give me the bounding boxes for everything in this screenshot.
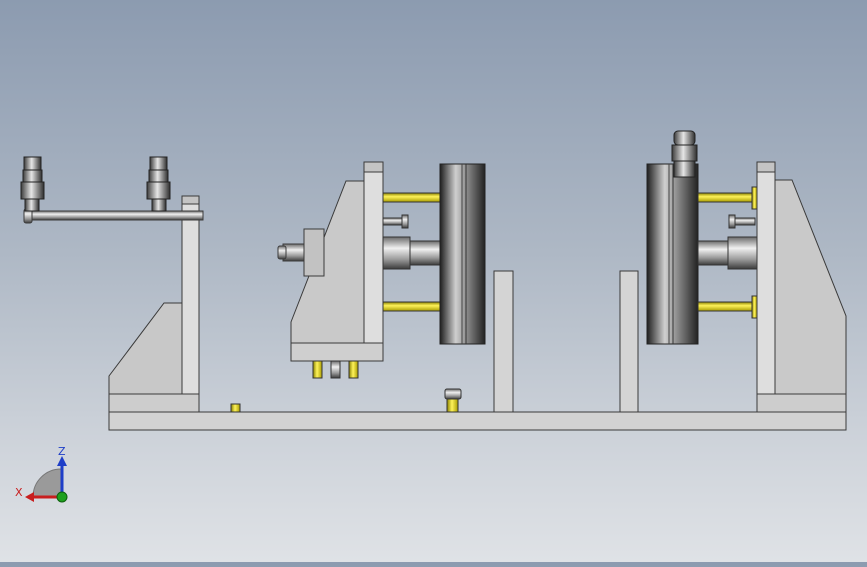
- z-axis-label: Z: [58, 445, 66, 458]
- x-axis-label: X: [15, 486, 23, 499]
- upright-post-right: [619, 270, 639, 413]
- fitting-left: [20, 156, 45, 212]
- base-plate: [108, 411, 847, 431]
- horizontal-rod: [23, 208, 204, 224]
- right-bracket: [756, 161, 847, 413]
- base-bolt: [444, 388, 462, 413]
- right-guide-pins: [697, 186, 758, 319]
- right-disc: [646, 163, 699, 345]
- left-bracket: [108, 195, 200, 413]
- left-disc: [439, 163, 486, 345]
- fitting-right: [146, 156, 171, 212]
- left-yellow-studs: [312, 360, 359, 379]
- coordinate-triad: Z X: [15, 445, 68, 503]
- y-axis-dot: [56, 491, 68, 503]
- upright-post-left: [493, 270, 514, 413]
- left-clamp-mount: [277, 161, 384, 362]
- base-pin-left: [230, 403, 241, 413]
- left-guide-pins: [382, 192, 441, 312]
- right-disc-fitting: [671, 130, 698, 178]
